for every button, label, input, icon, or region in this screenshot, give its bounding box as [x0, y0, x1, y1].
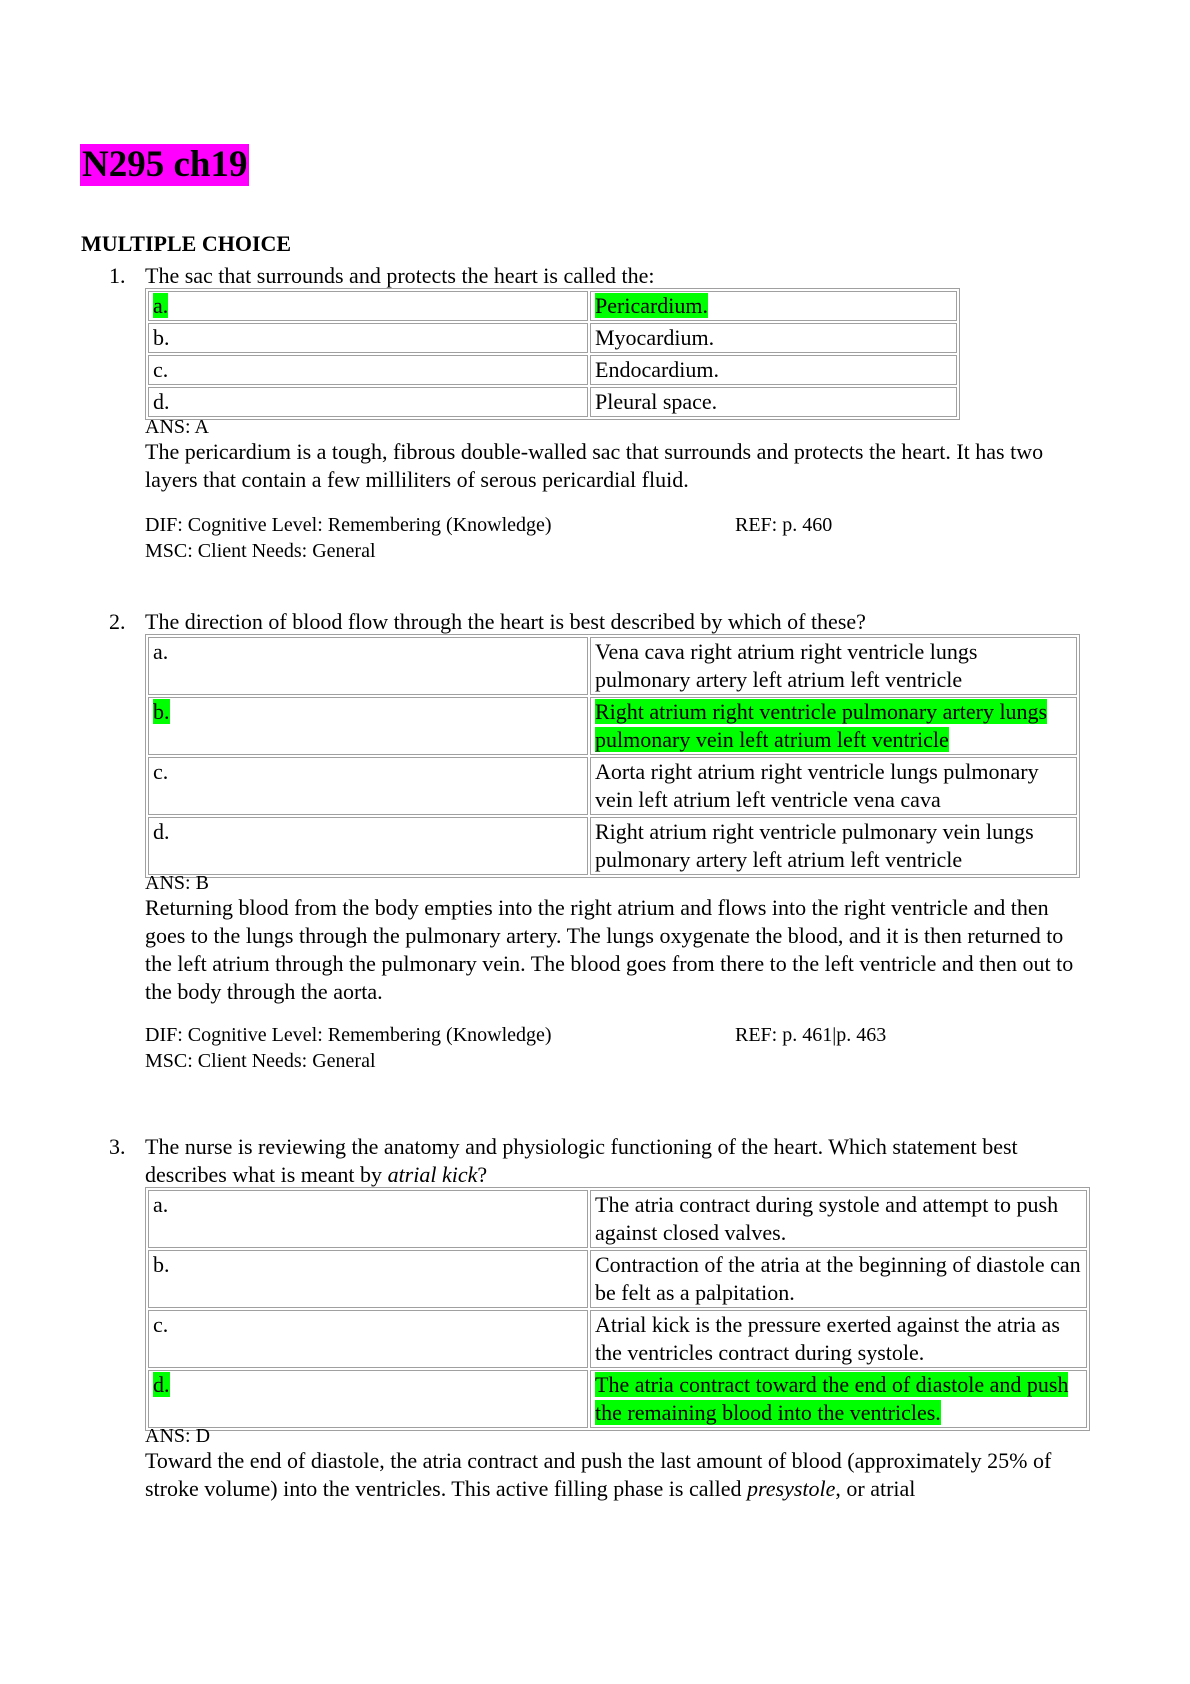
choice-text-value: Right atrium right ventricle pulmonary a…: [595, 699, 1048, 752]
question-number: 2.: [109, 609, 126, 634]
choice-letter-text: a.: [153, 293, 169, 318]
answer-key: ANS: A: [145, 416, 209, 438]
choice-row-c: c. Aorta right atrium right ventricle lu…: [148, 757, 1077, 815]
rationale-text: Toward the end of diastole, the atria co…: [145, 1448, 1052, 1501]
choice-letter: b.: [148, 323, 588, 353]
rationale: Returning blood from the body empties in…: [145, 895, 1074, 1004]
rationale: The pericardium is a tough, fibrous doub…: [145, 439, 1044, 492]
choice-text: Myocardium.: [590, 323, 957, 353]
rationale: Toward the end of diastole, the atria co…: [145, 1447, 1085, 1503]
choice-row-b: b. Right atrium right ventricle pulmonar…: [148, 697, 1077, 755]
choice-row-d: d. Pleural space.: [148, 387, 957, 417]
choice-letter: b.: [148, 697, 588, 755]
choice-text-value: The atria contract toward the end of dia…: [595, 1372, 1069, 1425]
choice-row-a: a. Pericardium.: [148, 291, 957, 321]
choice-text: Vena cava right atrium right ventricle l…: [590, 637, 1077, 695]
choice-text: The atria contract during systole and at…: [590, 1190, 1087, 1248]
choice-text: The atria contract toward the end of dia…: [590, 1370, 1087, 1428]
choice-letter: c.: [148, 1310, 588, 1368]
question-stem: The nurse is reviewing the anatomy and p…: [145, 1133, 1075, 1189]
choice-text: Right atrium right ventricle pulmonary v…: [590, 817, 1077, 875]
choice-letter: c.: [148, 355, 588, 385]
choice-letter: a.: [148, 291, 588, 321]
stem-text: The nurse is reviewing the anatomy and p…: [145, 1134, 1018, 1187]
choice-text: Pleural space.: [590, 387, 957, 417]
choice-text-value: Pericardium.: [595, 293, 709, 318]
choice-row-d: d. The atria contract toward the end of …: [148, 1370, 1087, 1428]
choice-text: Right atrium right ventricle pulmonary a…: [590, 697, 1077, 755]
choice-row-a: a. Vena cava right atrium right ventricl…: [148, 637, 1077, 695]
choice-text: Aorta right atrium right ventricle lungs…: [590, 757, 1077, 815]
question-number: 3.: [109, 1134, 126, 1159]
choices-table: a. Pericardium. b. Myocardium. c. Endoca…: [145, 288, 960, 420]
choice-row-c: c. Atrial kick is the pressure exerted a…: [148, 1310, 1087, 1368]
choice-text: Endocardium.: [590, 355, 957, 385]
choice-letter-text: b.: [153, 699, 170, 724]
page-reference: REF: p. 461|p. 463: [735, 1024, 887, 1046]
page-reference: REF: p. 460: [735, 514, 833, 536]
client-needs: MSC: Client Needs: General: [145, 540, 376, 562]
choice-row-b: b. Contraction of the atria at the begin…: [148, 1250, 1087, 1308]
choices-table: a. Vena cava right atrium right ventricl…: [145, 634, 1080, 878]
choice-text: Pericardium.: [590, 291, 957, 321]
rationale-end: , or atrial: [835, 1476, 916, 1501]
question-stem: The sac that surrounds and protects the …: [145, 263, 655, 288]
choice-letter: d.: [148, 387, 588, 417]
choice-letter-text: d.: [153, 1372, 170, 1397]
difficulty-line: DIF: Cognitive Level: Remembering (Knowl…: [145, 512, 1085, 538]
choice-letter: a.: [148, 637, 588, 695]
difficulty: DIF: Cognitive Level: Remembering (Knowl…: [145, 1024, 552, 1046]
stem-term: atrial kick: [387, 1162, 478, 1187]
choices-table: a. The atria contract during systole and…: [145, 1187, 1090, 1431]
choice-text: Contraction of the atria at the beginnin…: [590, 1250, 1087, 1308]
difficulty-line: DIF: Cognitive Level: Remembering (Knowl…: [145, 1022, 1085, 1048]
answer-key: ANS: B: [145, 872, 209, 894]
client-needs: MSC: Client Needs: General: [145, 1050, 376, 1072]
section-heading: MULTIPLE CHOICE: [81, 231, 292, 256]
choice-letter: d.: [148, 1370, 588, 1428]
choice-letter: c.: [148, 757, 588, 815]
choice-row-b: b. Myocardium.: [148, 323, 957, 353]
rationale-term: presystole: [747, 1476, 836, 1501]
answer-key: ANS: D: [145, 1425, 211, 1447]
question-number: 1.: [109, 263, 126, 288]
choice-letter: b.: [148, 1250, 588, 1308]
stem-end: ?: [477, 1162, 488, 1187]
choice-letter: d.: [148, 817, 588, 875]
difficulty: DIF: Cognitive Level: Remembering (Knowl…: [145, 514, 552, 536]
choice-row-d: d. Right atrium right ventricle pulmonar…: [148, 817, 1077, 875]
choice-row-c: c. Endocardium.: [148, 355, 957, 385]
choice-row-a: a. The atria contract during systole and…: [148, 1190, 1087, 1248]
question-stem: The direction of blood flow through the …: [145, 609, 866, 634]
choice-text: Atrial kick is the pressure exerted agai…: [590, 1310, 1087, 1368]
page-title: N295 ch19: [80, 144, 250, 186]
choice-letter: a.: [148, 1190, 588, 1248]
